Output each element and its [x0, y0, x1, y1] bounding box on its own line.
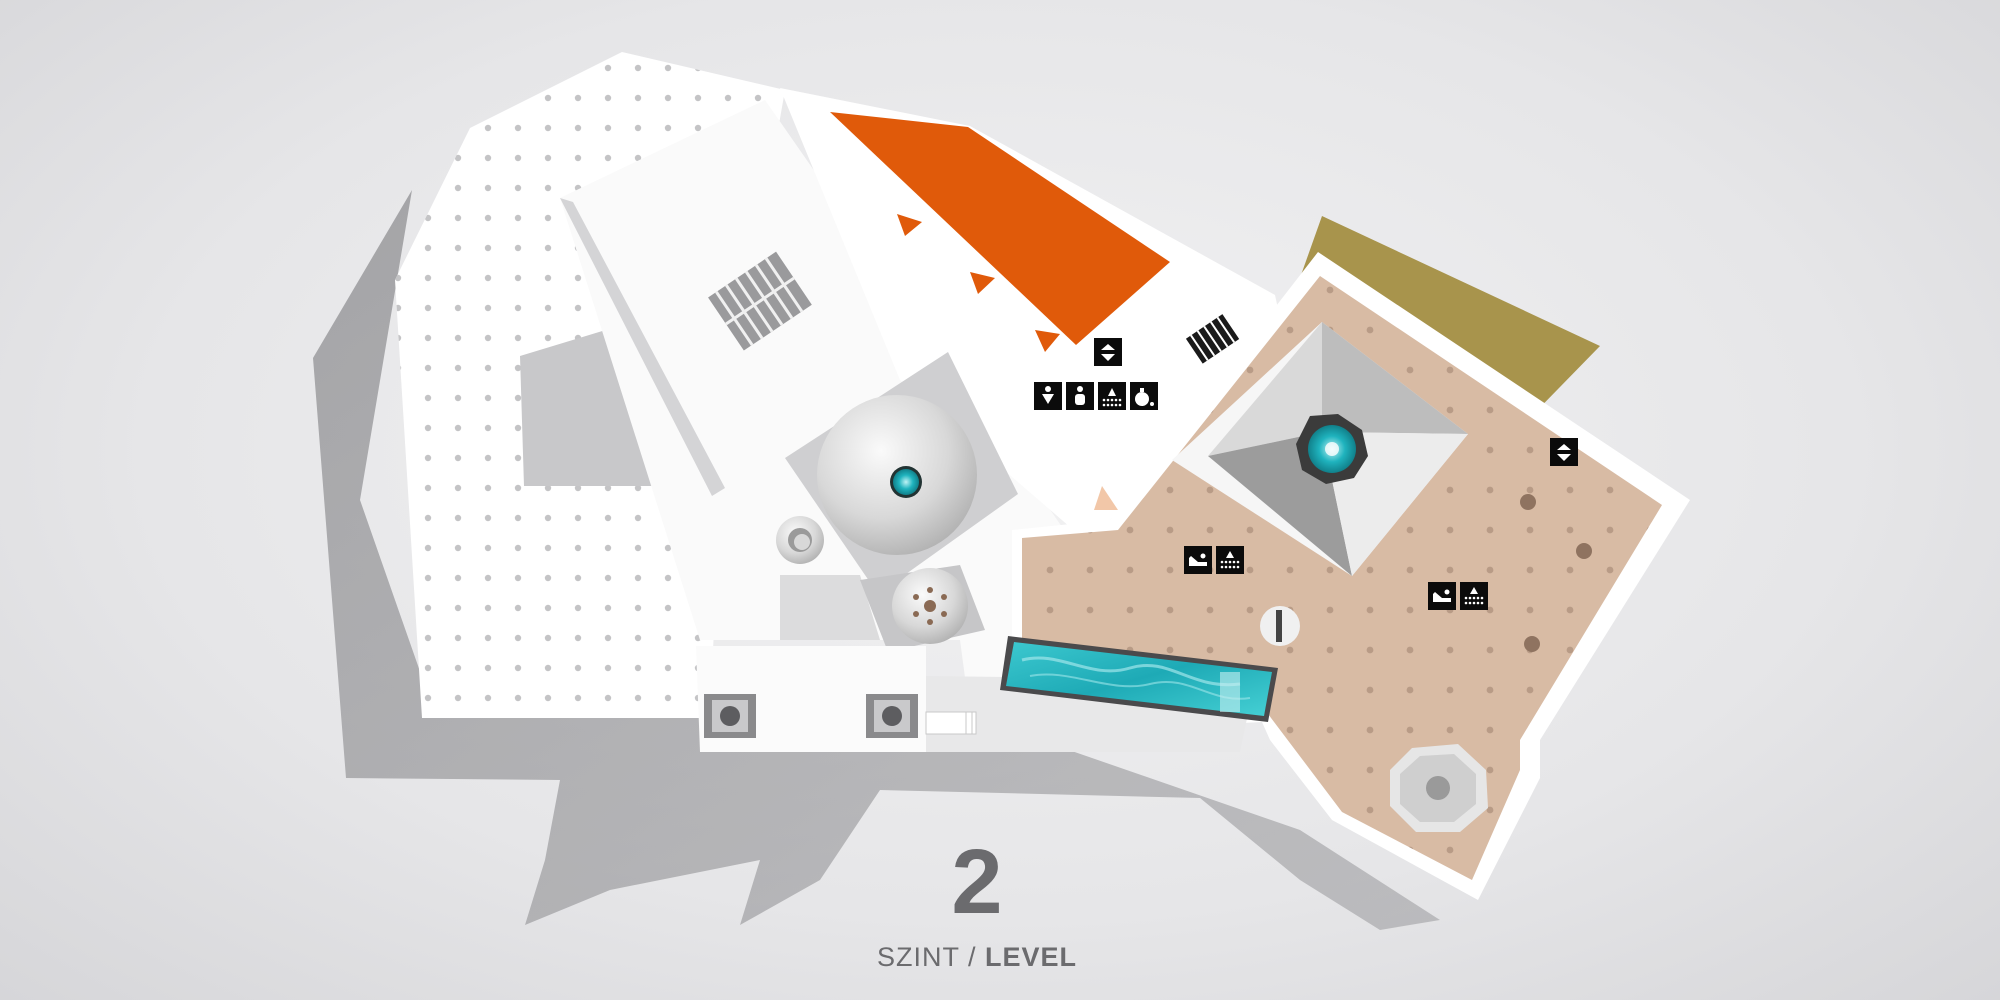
level-label-separator: /: [959, 942, 985, 972]
shower-icon: [1216, 546, 1244, 574]
level-label-local: SZINT: [876, 942, 960, 972]
shower-dome: [860, 565, 985, 652]
level-label: SZINT / LEVEL: [0, 944, 1954, 971]
lower-gray-panel: [780, 575, 880, 640]
level-label-en: LEVEL: [985, 942, 1078, 972]
stairs-corridor: [1185, 314, 1240, 364]
shower-icon: [1460, 582, 1488, 610]
building-shadow: [313, 190, 1440, 930]
round-gazebo: [1390, 744, 1488, 832]
lounger-icon: [1428, 582, 1456, 610]
stairs-up-down-icon: [1550, 438, 1578, 466]
central-building: [560, 100, 1085, 720]
square-basin-right: [866, 694, 918, 738]
level-number: 2: [951, 831, 1003, 933]
person-icon: [1066, 382, 1094, 410]
bucket-icon: [1130, 382, 1158, 410]
corridor: [780, 88, 1280, 540]
olive-zone: [1290, 216, 1600, 430]
sauna-heat-icon: [1098, 382, 1126, 410]
stairs-mid: [708, 251, 812, 351]
down-arrow-person-icon: [1034, 382, 1062, 410]
deck-marker: [1520, 494, 1536, 510]
orange-entry-arrows: [897, 214, 1118, 510]
building-edge-shade: [560, 198, 725, 496]
steps: [925, 711, 977, 735]
fountain: [1260, 606, 1300, 646]
orange-zone: [830, 112, 1170, 345]
lounger-icon: [1184, 546, 1212, 574]
stairs-up-down-icon: [1094, 338, 1122, 366]
round-pool-room: [785, 352, 1018, 594]
square-basin-left: [704, 694, 756, 738]
deck-marker: [1576, 543, 1592, 559]
wood-deck-pattern: [1022, 276, 1662, 880]
pyramid-skylight: [1172, 322, 1468, 576]
small-basin: [776, 516, 824, 564]
swimming-pool: [1000, 636, 1278, 722]
deck-marker: [1524, 636, 1540, 652]
